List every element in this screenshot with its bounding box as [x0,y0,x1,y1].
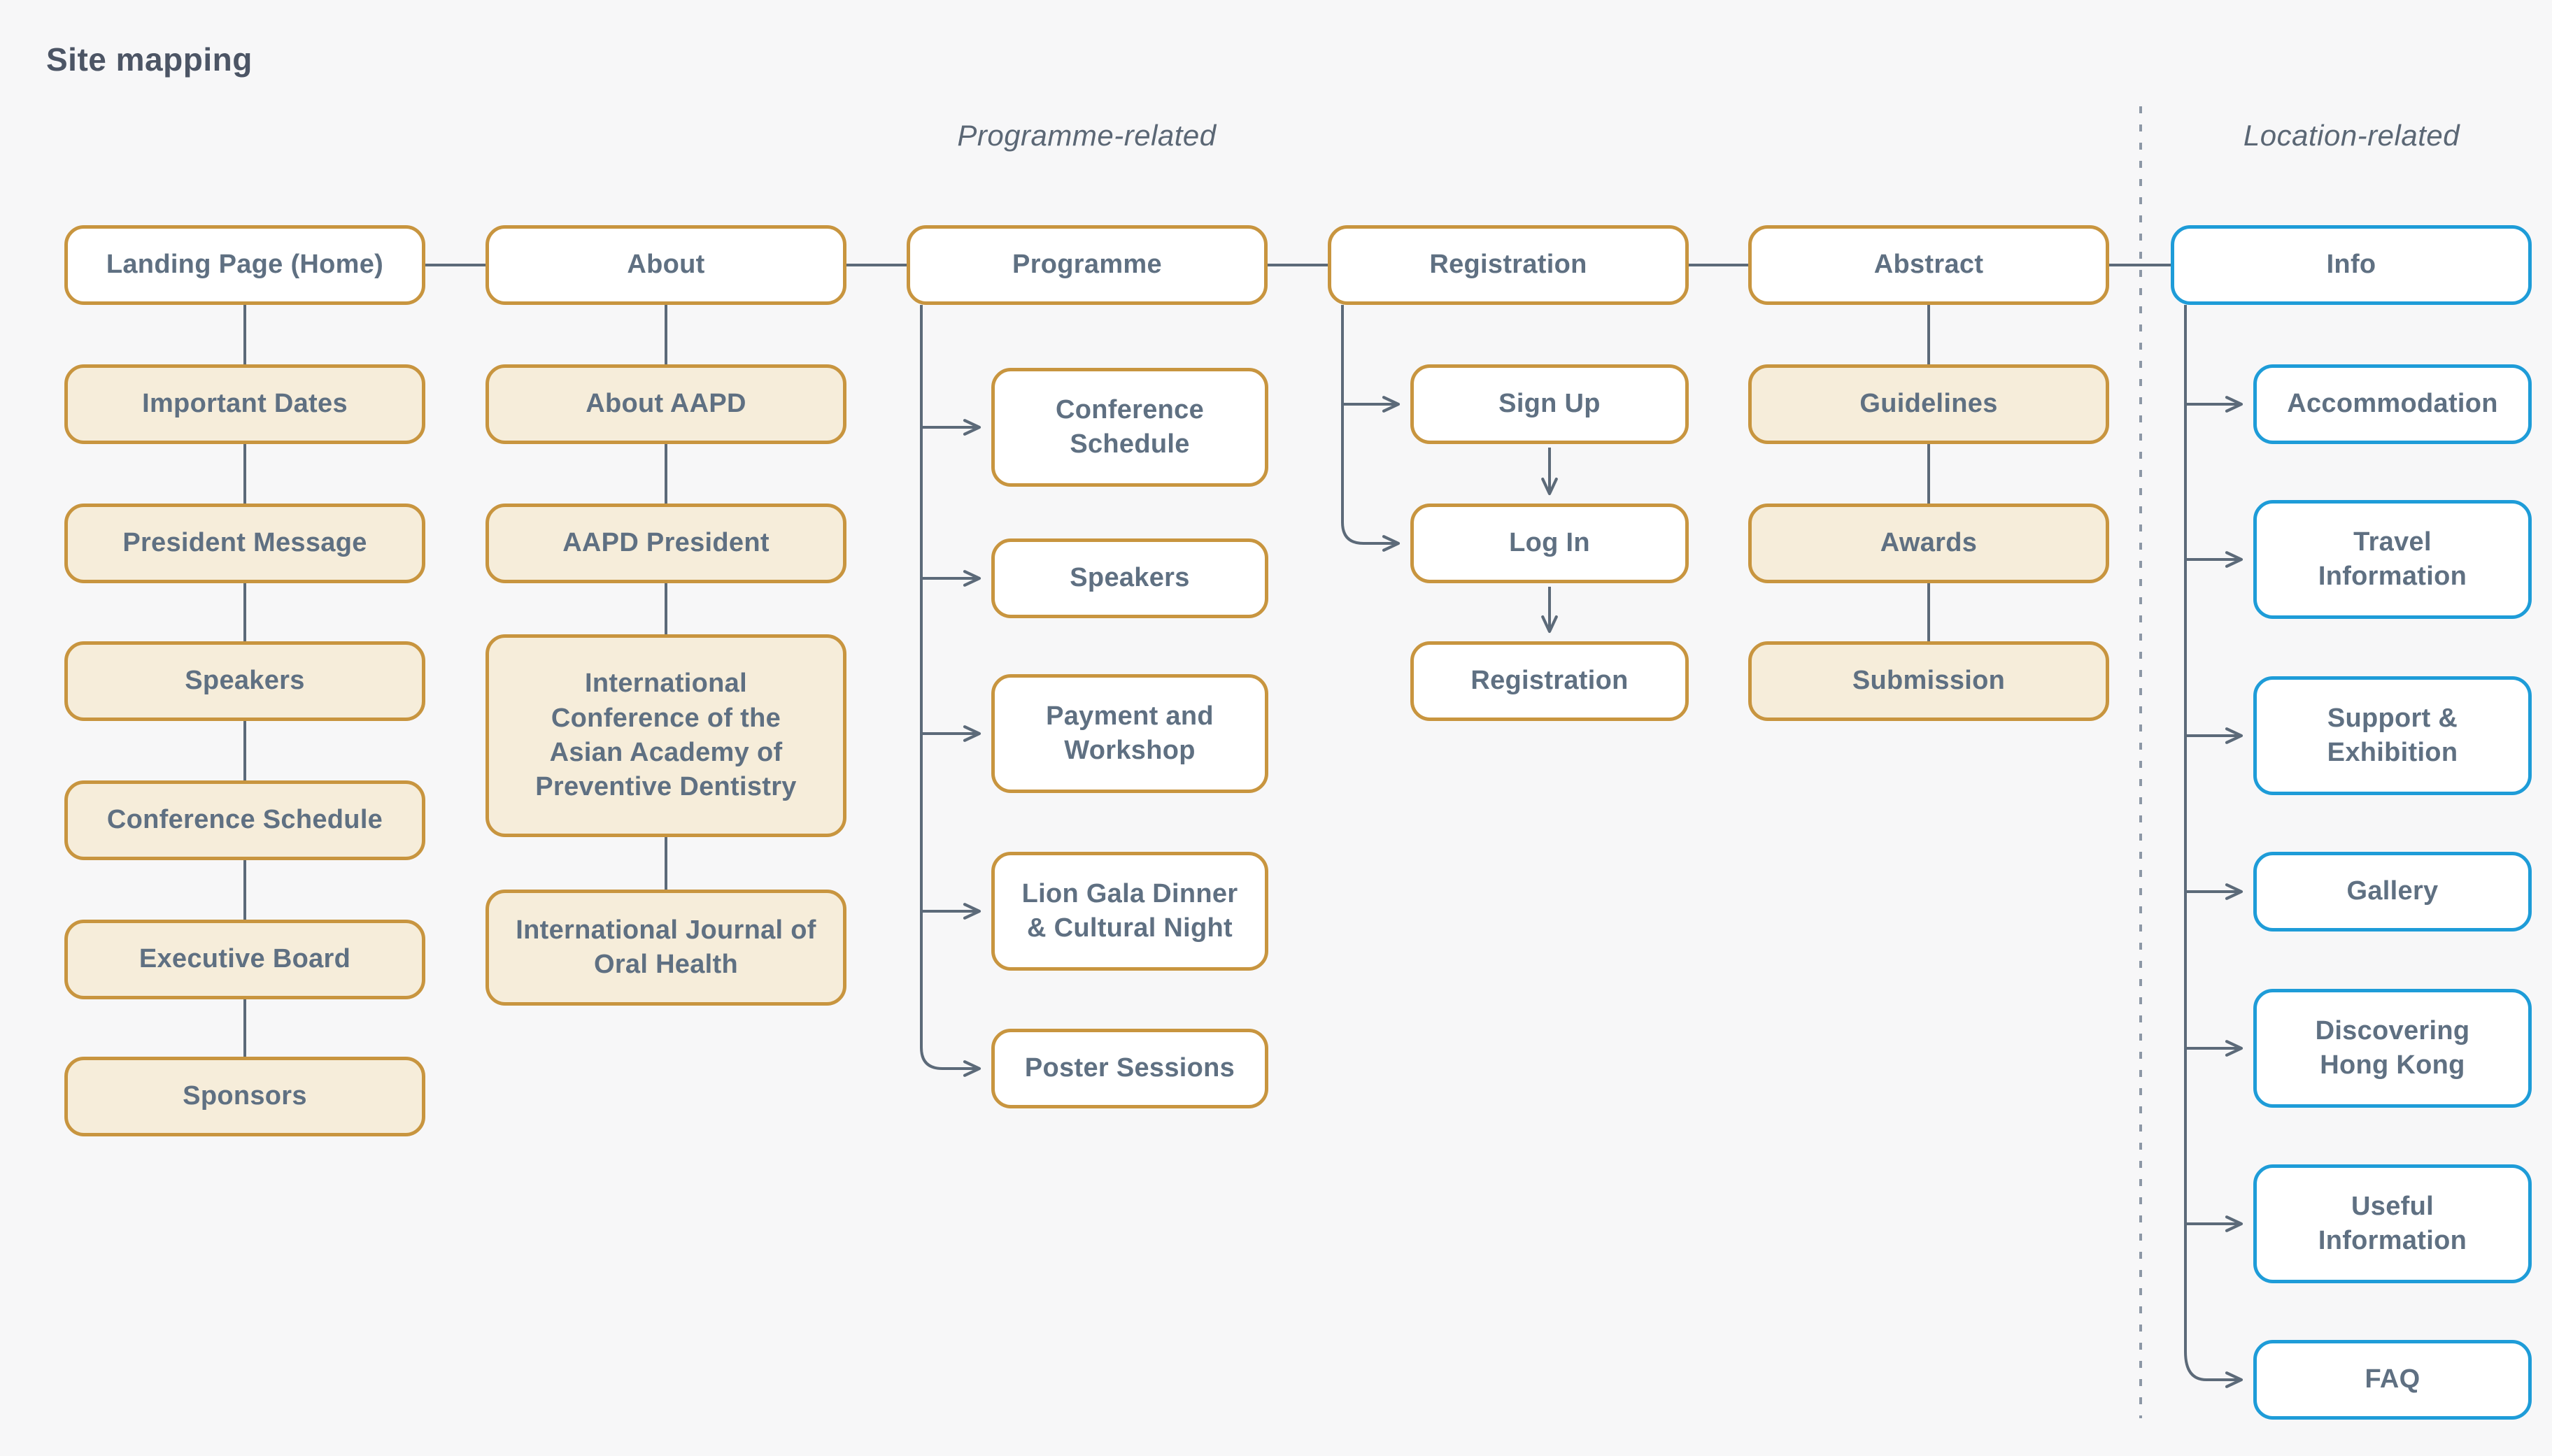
node-lion-gala-dinner[interactable]: Lion Gala Dinner & Cultural Night [991,852,1268,971]
node-label: Useful Information [2318,1191,2467,1255]
node-conference-schedule[interactable]: Conference Schedule [64,780,425,860]
node-abstract[interactable]: Abstract [1748,225,2109,305]
node-label: Log In [1509,528,1590,558]
registration-trunk-elbow [1341,305,1401,552]
node-faq[interactable]: FAQ [2253,1340,2532,1420]
node-programme[interactable]: Programme [907,225,1268,305]
node-label: President Message [122,528,367,558]
node-registration[interactable]: Registration [1328,225,1689,305]
node-label: Important Dates [142,389,348,419]
info-trunk-elbow [2184,305,2243,1388]
node-payment-and-workshop[interactable]: Payment and Workshop [991,674,1268,793]
node-about-aapd[interactable]: About AAPD [485,364,846,444]
node-label: Sign Up [1498,389,1601,419]
node-poster-sessions[interactable]: Poster Sessions [991,1029,1268,1108]
node-sponsors[interactable]: Sponsors [64,1057,425,1136]
node-label: Submission [1852,666,2006,696]
node-label: Payment and Workshop [1046,701,1214,765]
node-label: AAPD President [562,528,770,558]
node-landing-page-home[interactable]: Landing Page (Home) [64,225,425,305]
node-label: About [627,250,705,280]
node-label: Speakers [185,666,305,696]
node-label: Speakers [1070,563,1190,593]
node-about[interactable]: About [485,225,846,305]
node-log-in[interactable]: Log In [1410,504,1689,583]
node-travel-information[interactable]: Travel Information [2253,500,2532,619]
programme-trunk-elbow [920,305,981,1077]
node-discovering-hong-kong[interactable]: Discovering Hong Kong [2253,989,2532,1108]
node-label: Lion Gala Dinner & Cultural Night [1021,878,1238,943]
node-support-exhibition[interactable]: Support & Exhibition [2253,676,2532,795]
node-programme-speakers[interactable]: Speakers [991,538,1268,618]
node-submission[interactable]: Submission [1748,641,2109,721]
node-label: Executive Board [139,944,351,974]
node-executive-board[interactable]: Executive Board [64,920,425,999]
node-label: Travel Information [2318,527,2467,591]
node-label: Abstract [1873,250,1984,280]
node-label: Conference Schedule [106,805,383,835]
node-label: International Conference of the Asian Ac… [535,669,797,802]
node-speakers[interactable]: Speakers [64,641,425,721]
node-gallery[interactable]: Gallery [2253,852,2532,932]
node-label: Registration [1429,250,1587,280]
node-international-journal[interactable]: International Journal of Oral Health [485,890,846,1006]
node-info[interactable]: Info [2171,225,2532,305]
section-header-programme-related: Programme-related [957,119,1217,152]
node-international-conference[interactable]: International Conference of the Asian Ac… [485,634,846,837]
node-label: Awards [1880,528,1978,558]
node-label: FAQ [2365,1364,2420,1394]
node-label: Poster Sessions [1024,1053,1235,1083]
node-aapd-president[interactable]: AAPD President [485,504,846,583]
node-awards[interactable]: Awards [1748,504,2109,583]
page-title: Site mapping [46,41,253,78]
node-useful-information[interactable]: Useful Information [2253,1164,2532,1283]
node-registration-child[interactable]: Registration [1410,641,1689,721]
node-label: Registration [1470,666,1629,696]
node-label: Support & Exhibition [2327,703,2458,767]
node-president-message[interactable]: President Message [64,504,425,583]
node-label: International Journal of Oral Health [516,915,816,979]
node-label: Sponsors [183,1081,307,1111]
node-label: About AAPD [586,389,746,419]
node-label: Info [2326,250,2376,280]
node-label: Programme [1012,250,1162,280]
node-important-dates[interactable]: Important Dates [64,364,425,444]
node-label: Accommodation [2287,389,2498,419]
node-label: Landing Page (Home) [106,250,384,280]
section-header-location-related: Location-related [2243,119,2460,152]
node-accommodation[interactable]: Accommodation [2253,364,2532,444]
node-sign-up[interactable]: Sign Up [1410,364,1689,444]
node-programme-conference-schedule[interactable]: Conference Schedule [991,368,1268,487]
node-label: Conference Schedule [1055,394,1205,459]
node-label: Guidelines [1859,389,1998,419]
node-label: Discovering Hong Kong [2315,1015,2470,1080]
node-label: Gallery [2346,876,2439,906]
node-guidelines[interactable]: Guidelines [1748,364,2109,444]
